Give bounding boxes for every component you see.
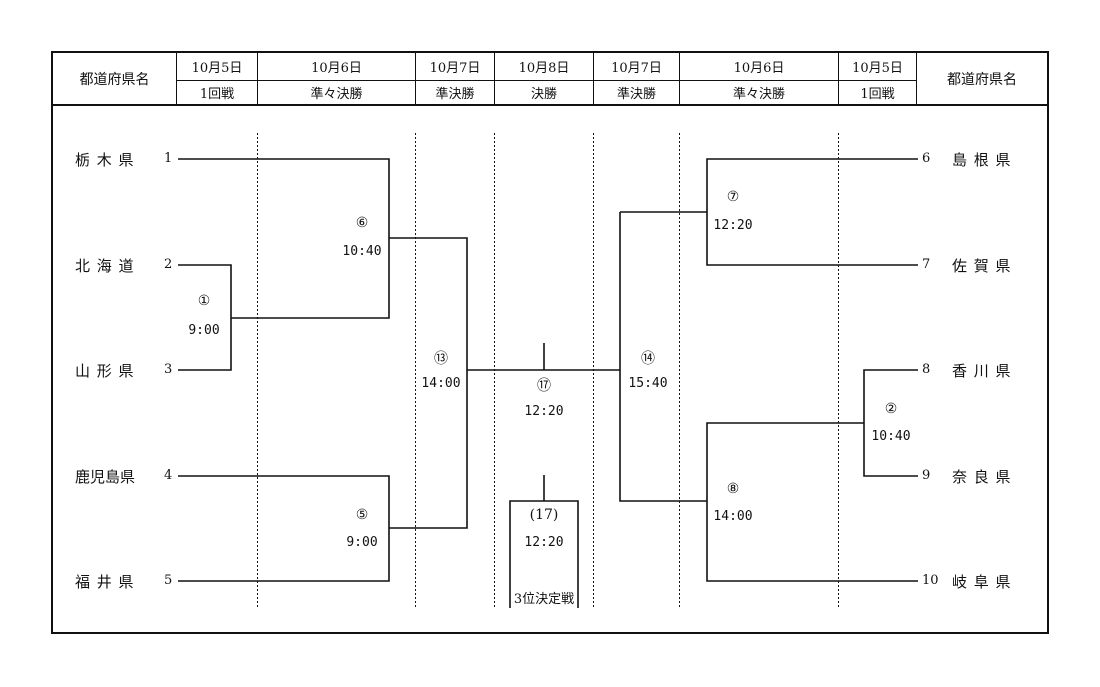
header-date: 10月5日 [852, 61, 903, 76]
match-number: ① [197, 293, 211, 309]
header-date: 10月8日 [518, 61, 570, 76]
header-round: 準決勝 [616, 87, 656, 102]
header-round: 1回戦 [199, 87, 235, 102]
bracket-frame [51, 51, 1049, 634]
team-seed: 2 [164, 257, 173, 272]
team-seed: 3 [164, 362, 173, 377]
header-round: 準々決勝 [310, 87, 363, 102]
team-name: 北 海 道 [75, 257, 135, 275]
team-seed: 10 [922, 573, 939, 588]
header-right-title: 都道府県名 [947, 71, 1017, 88]
match-number: ② [884, 401, 898, 417]
team-name: 佐 賀 県 [952, 257, 1012, 275]
match-number: ⑰ [537, 378, 551, 394]
match-time: 12:20 [524, 404, 564, 419]
match-time: 14:00 [421, 376, 461, 391]
header-col-divider [257, 51, 258, 105]
header-col-divider [415, 51, 416, 105]
match-number: ⑤ [355, 507, 369, 523]
team-name: 山 形 県 [75, 362, 135, 380]
header-date: 10月6日 [733, 61, 785, 76]
team-name: 栃 木 県 [75, 151, 135, 169]
header-col-divider [916, 51, 917, 105]
match-number: ⑭ [641, 351, 655, 367]
team-seed: 8 [922, 362, 931, 377]
match-time: 12:20 [713, 218, 753, 233]
header-round: 決勝 [530, 87, 557, 102]
match-time: 9:00 [346, 535, 378, 550]
header-col-divider [679, 51, 680, 105]
team-name: 鹿児島県 [75, 468, 136, 486]
header-col-divider [176, 51, 177, 105]
team-name: 岐 阜 県 [952, 573, 1012, 591]
third-place-label: 3位決定戦 [513, 592, 575, 607]
header-round: 準決勝 [435, 87, 475, 102]
match-time: 15:40 [628, 376, 668, 391]
match-number: ⑧ [726, 481, 740, 497]
team-name: 島 根 県 [952, 151, 1012, 169]
header-date: 10月7日 [429, 61, 481, 76]
team-seed: 5 [164, 573, 173, 588]
match-number: ⑬ [434, 351, 448, 367]
header-col-divider [838, 51, 839, 105]
match-time: 10:40 [871, 429, 911, 444]
header-round: 1回戦 [860, 87, 895, 102]
match-time: 12:20 [524, 535, 564, 550]
header-round: 準々決勝 [732, 87, 785, 102]
team-name: 香 川 県 [952, 362, 1012, 380]
header-col-divider [593, 51, 594, 105]
header-col-divider [494, 51, 495, 105]
team-seed: 4 [164, 468, 173, 483]
match-number: ⑦ [726, 189, 740, 205]
match-number: (17) [529, 507, 559, 523]
match-time: 10:40 [342, 244, 382, 259]
match-time: 9:00 [188, 323, 220, 338]
header-date: 10月5日 [191, 61, 243, 76]
header-divider [51, 104, 1049, 106]
header-left-title: 都道府県名 [79, 71, 150, 88]
team-seed: 1 [164, 151, 173, 166]
team-seed: 9 [922, 468, 931, 483]
team-name: 福 井 県 [75, 573, 135, 591]
header-date: 10月7日 [611, 61, 662, 76]
match-number: ⑥ [355, 215, 369, 231]
header-row-divider [176, 80, 916, 81]
team-seed: 7 [922, 257, 931, 272]
team-name: 奈 良 県 [952, 468, 1012, 486]
header-date: 10月6日 [311, 61, 362, 76]
match-time: 14:00 [713, 509, 753, 524]
team-seed: 6 [922, 151, 931, 166]
